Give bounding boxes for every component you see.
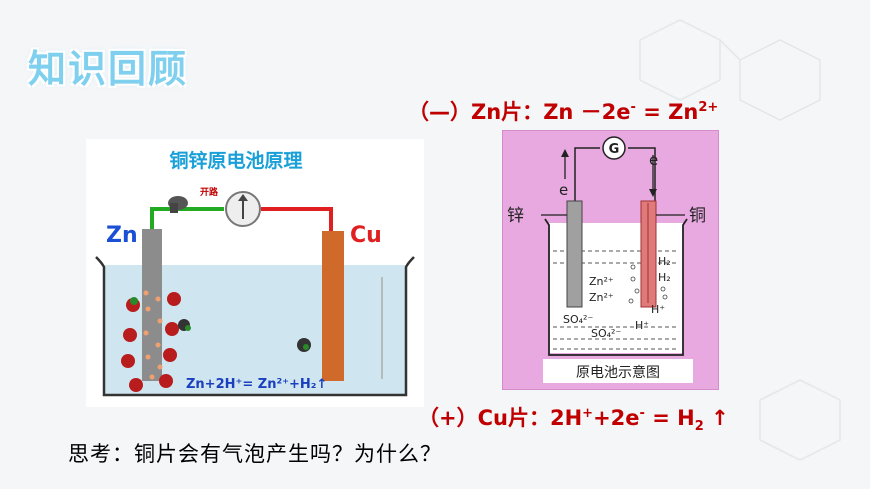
copper-zinc-cell-diagram: 铜锌原电池原理 开路 Zn Cu [86,139,424,407]
ion-so4-a: SO₄²⁻ [563,313,593,326]
ion-h-2: H⁺ [635,319,649,332]
eq-pos-b: +2e [593,406,640,430]
switch-label: 开路 [200,186,219,198]
eq-neg-sup2: 2+ [698,100,719,115]
negative-electrode-equation: （—）Zn片：Zn －2e- = Zn2+ [408,96,718,126]
eq-neg-body: Zn －2e [543,100,631,124]
galvanometer-icon [225,191,261,227]
galvanometer-label: G [609,142,620,157]
copper-label: 铜 [689,206,706,226]
eq-pos-c: = H [644,406,695,430]
galvanic-cell-schematic: G e e 锌 铜 Zn²⁺ Zn²⁺ H₂ H₂ [502,130,719,390]
electron-right-label: e [649,151,658,169]
thinking-question: 思考：铜片会有气泡产生吗？为什么？ [68,442,442,466]
eq-neg-mid: = Zn [635,100,699,124]
eq-pos-prefix: （+）Cu片： [418,406,550,430]
schematic-caption: 原电池示意图 [576,364,660,381]
cell-reaction: Zn+2H⁺= Zn²⁺+H₂↑ [186,377,327,392]
galvanometer-g-icon [602,136,626,160]
positive-electrode-equation: （+）Cu片：2H++2e- = H2 ↑ [418,402,729,434]
ion-h2-b: H₂ [658,271,671,284]
eq-pos-sup2: - [639,406,645,421]
cu-label: Cu [350,223,382,248]
electron-left-label: e [559,181,568,199]
eq-pos-arrow: ↑ [703,406,729,430]
ion-zn-2: Zn²⁺ [589,291,614,304]
eq-neg-sup1: - [630,100,636,115]
eq-pos-sup1: + [582,406,594,421]
switch-icon [168,196,188,213]
eq-pos-a: 2H [549,406,583,430]
ion-h-1: H⁺ [651,303,665,316]
eq-pos-sub: 2 [694,419,704,435]
ion-so4-b: SO₄²⁻ [591,327,621,340]
cell-heading: 铜锌原电池原理 [169,149,302,172]
ion-h2-a: H₂ [658,255,671,268]
zinc-label: 锌 [507,206,524,226]
zn-label: Zn [106,223,138,248]
ion-zn-1: Zn²⁺ [589,275,614,288]
eq-neg-prefix: （—）Zn片： [408,100,544,124]
page-title: 知识回顾 [28,47,189,91]
zinc-ion-cluster [121,292,311,392]
